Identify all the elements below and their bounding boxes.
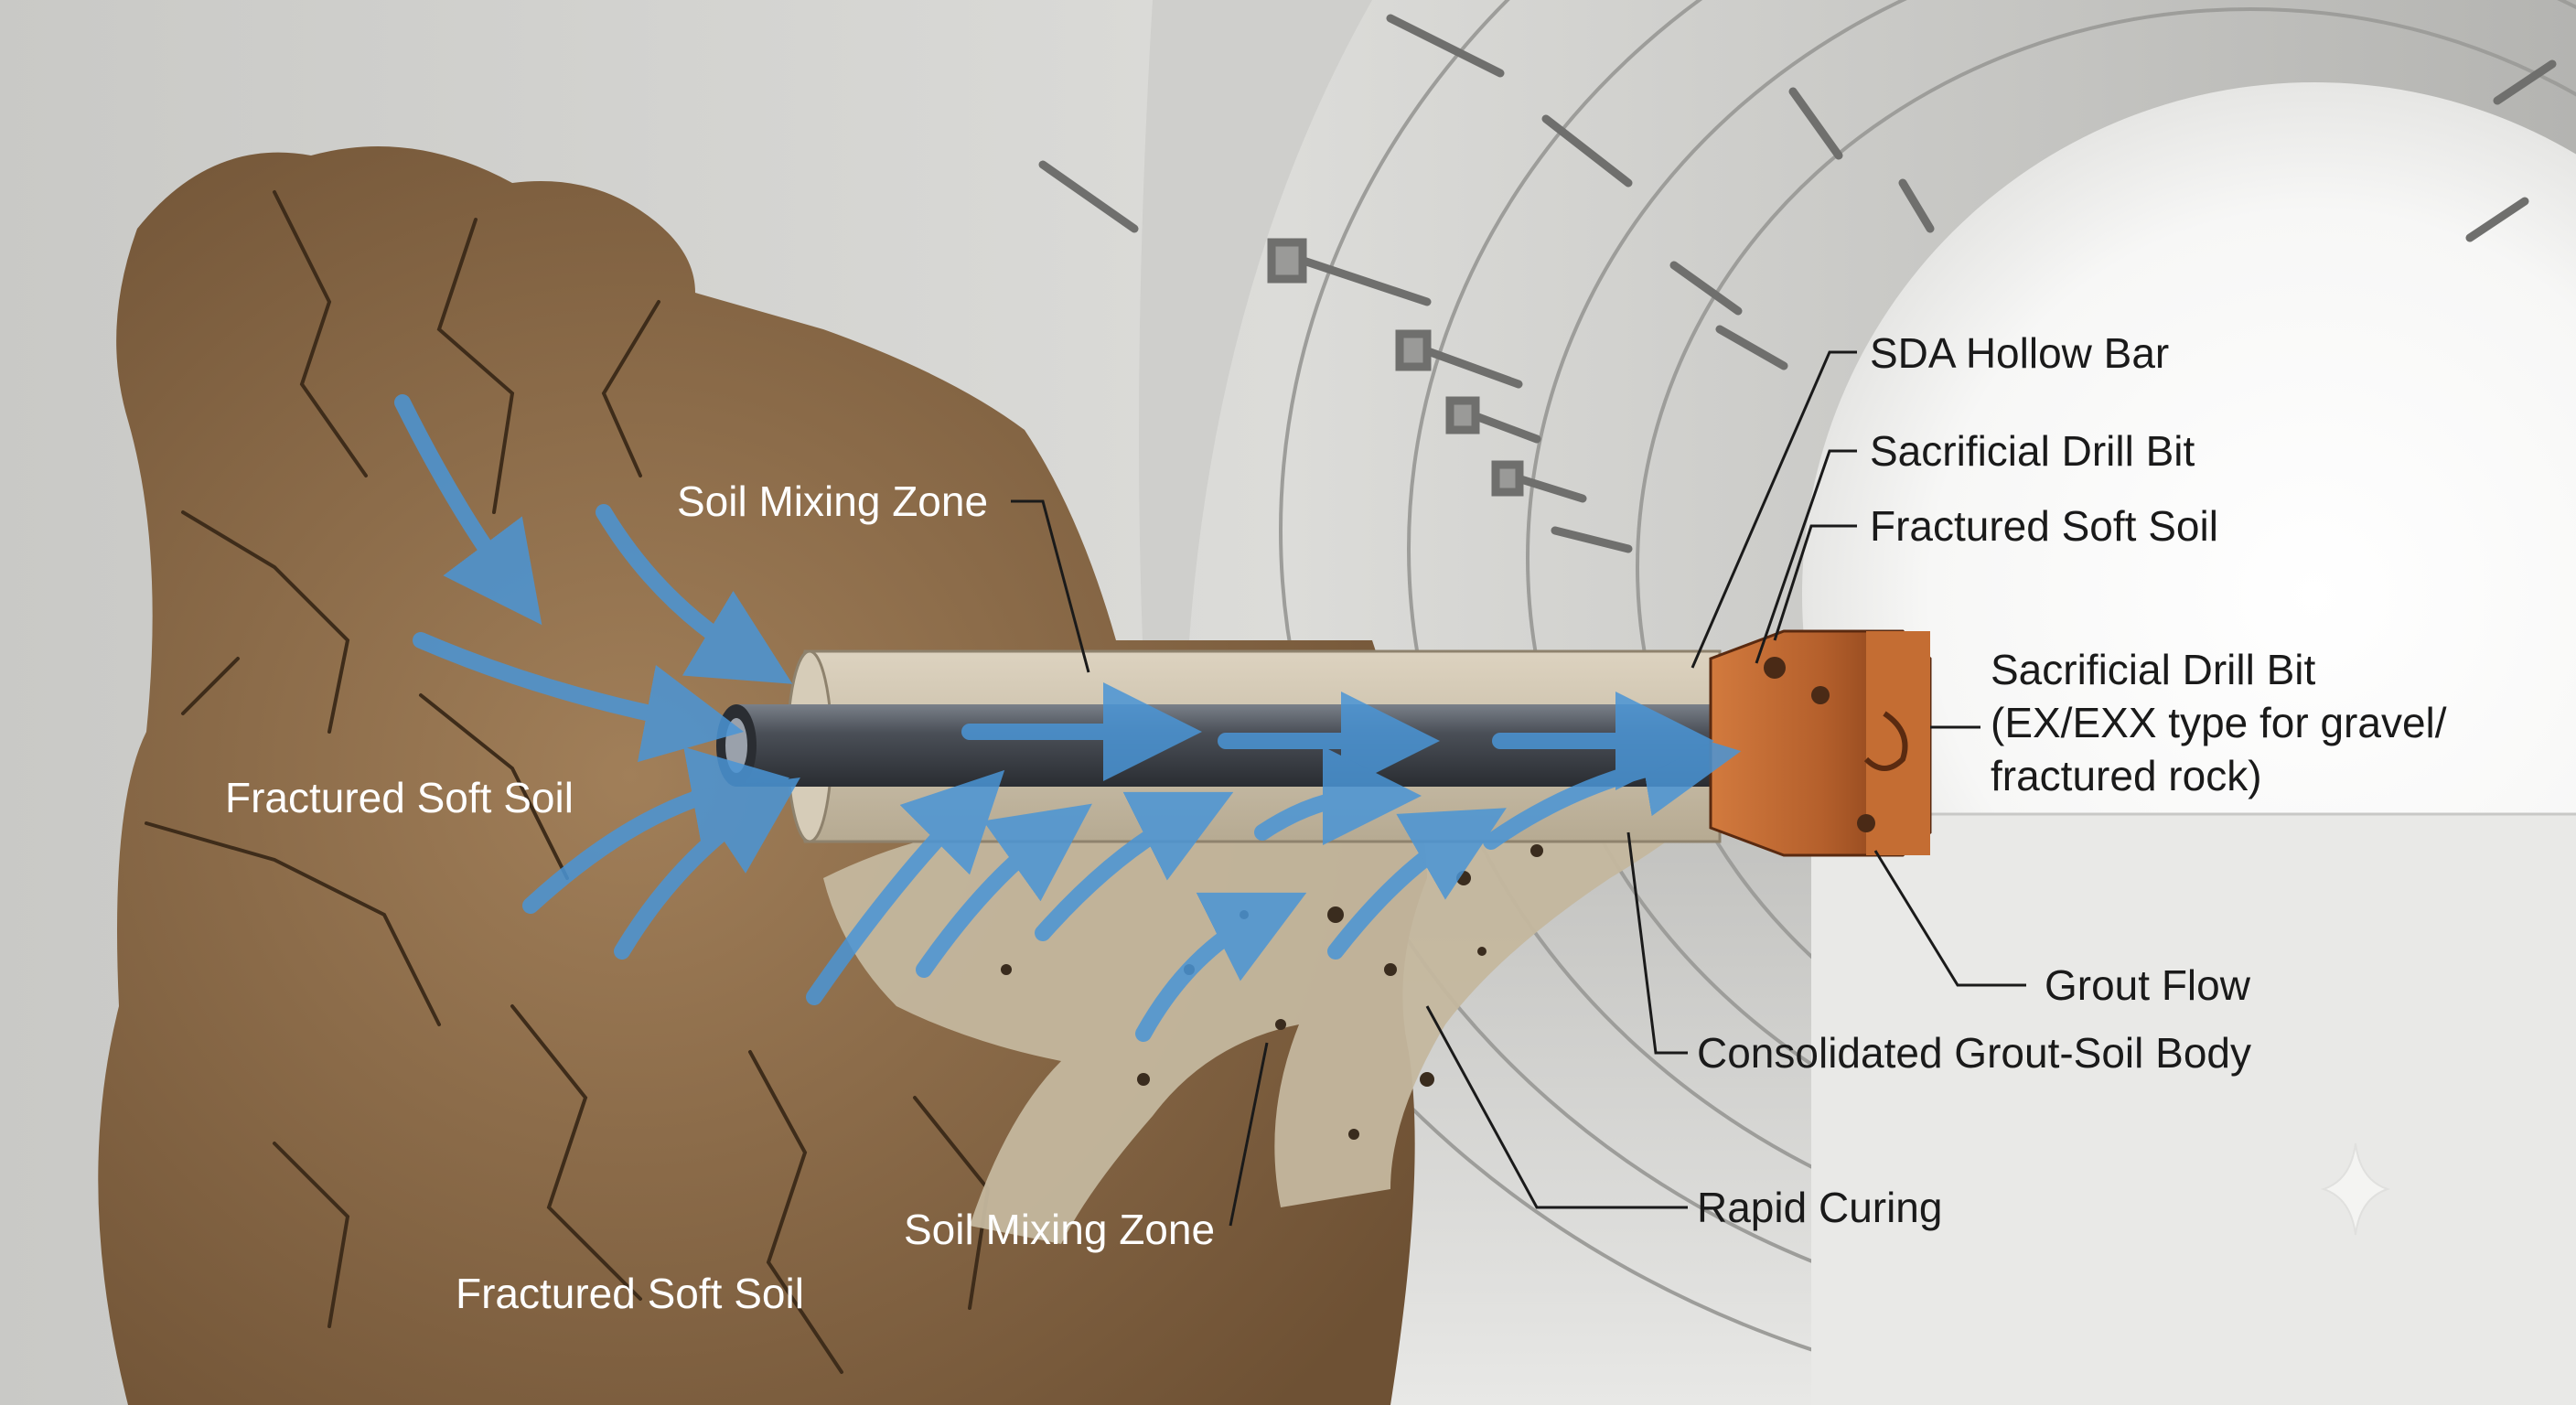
label-soil-mixing-zone-top: Soil Mixing Zone	[677, 477, 988, 525]
leader-consolidated-body	[1626, 831, 1688, 1055]
label-drill-bit-detail-line2: (EX/EXX type for gravel/	[1991, 699, 2447, 746]
flow-arrow	[596, 504, 793, 684]
leader-soil-mixing-zone-bottom	[1229, 1042, 1269, 1227]
label-fractured-soft-soil-right: Fractured Soft Soil	[1870, 502, 2218, 550]
flow-arrow	[806, 769, 1005, 1005]
label-rapid-curing: Rapid Curing	[1697, 1184, 1942, 1231]
flow-arrow	[916, 803, 1092, 978]
label-consolidated-body: Consolidated Grout-Soil Body	[1697, 1029, 2251, 1077]
flow-arrow	[1254, 746, 1422, 846]
label-soil-mixing-zone-bottom: Soil Mixing Zone	[904, 1206, 1215, 1253]
leader-grout-flow	[1873, 850, 2026, 987]
sacrificial-drill-bit	[1709, 629, 1932, 857]
rock-bolts	[1038, 14, 2557, 553]
flow-arrow	[413, 632, 745, 763]
leader-lines	[1011, 350, 2026, 1227]
leader-soil-mixing-zone-top	[1011, 499, 1090, 673]
tunnel-lining-face	[1139, 0, 1372, 823]
label-drill-bit-detail-line1: Sacrificial Drill Bit	[1991, 646, 2315, 693]
diagram-labels: SDA Hollow Bar Sacrificial Drill Bit Fra…	[225, 329, 2447, 1317]
leader-fractured-soft-soil-right	[1773, 524, 1857, 641]
label-sacrificial-drill-bit-top: Sacrificial Drill Bit	[1870, 427, 2195, 475]
leader-rapid-curing	[1425, 1005, 1688, 1209]
flow-arrow	[394, 394, 542, 626]
sparkle-icon	[2320, 1142, 2391, 1236]
flow-arrow	[614, 778, 800, 960]
label-drill-bit-detail-line3: fractured rock)	[1991, 752, 2262, 799]
label-fractured-soft-soil-left: Fractured Soft Soil	[225, 774, 574, 821]
soil-cracks	[145, 190, 991, 1374]
label-grout-flow: Grout Flow	[2045, 961, 2251, 1009]
label-sda-hollow-bar: SDA Hollow Bar	[1870, 329, 2169, 377]
label-fractured-soft-soil-bottom: Fractured Soft Soil	[456, 1270, 804, 1317]
leader-sacrificial-drill-bit-top	[1755, 449, 1857, 664]
flow-arrow	[1327, 808, 1507, 960]
flow-arrow	[1035, 791, 1234, 941]
leader-sda-hollow-bar	[1690, 350, 1857, 669]
grout-flow-arrows	[394, 394, 1742, 1042]
flow-arrow	[1135, 892, 1307, 1042]
